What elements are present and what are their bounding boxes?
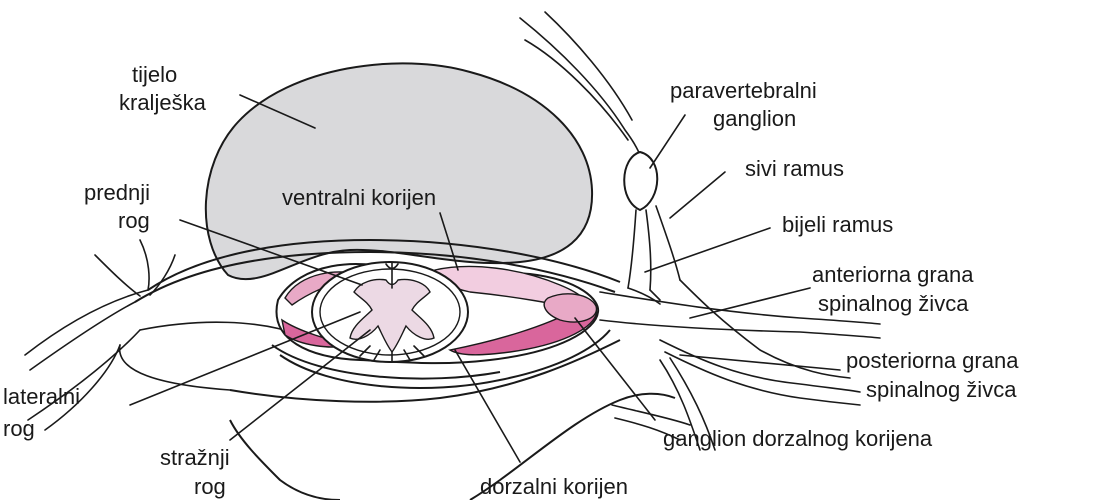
label-anterior-branch-line2: spinalnog živca bbox=[818, 291, 969, 316]
label-ventral-root: ventralni korijen bbox=[282, 185, 436, 210]
leader-dorsal-root bbox=[455, 350, 520, 462]
label-anterior-horn-line2: rog bbox=[118, 208, 150, 233]
leader-grey-ramus bbox=[670, 172, 725, 218]
label-vertebral-body-line1: tijelo bbox=[132, 62, 177, 87]
label-paravertebral-ganglion-line2: ganglion bbox=[713, 106, 796, 131]
label-posterior-horn-line1: stražnji bbox=[160, 445, 230, 470]
vertebral-body bbox=[206, 63, 592, 279]
paravertebral-ganglion bbox=[624, 152, 657, 210]
label-posterior-branch-line2: spinalnog živca bbox=[866, 377, 1017, 402]
label-grey-ramus: sivi ramus bbox=[745, 156, 844, 181]
label-anterior-branch-line1: anteriorna grana bbox=[812, 262, 974, 287]
label-paravertebral-ganglion-line1: paravertebralni bbox=[670, 78, 817, 103]
label-posterior-horn-line2: rog bbox=[194, 474, 226, 499]
label-dorsal-root-ganglion: ganglion dorzalnog korijena bbox=[663, 426, 933, 451]
label-white-ramus: bijeli ramus bbox=[782, 212, 893, 237]
leader-posterior-branch bbox=[680, 355, 840, 370]
leader-dorsal-root-ganglion bbox=[575, 318, 655, 420]
leader-paravertebral-ganglion bbox=[650, 115, 685, 168]
label-lateral-horn-line2: rog bbox=[3, 416, 35, 441]
label-lateral-horn-line1: lateralni bbox=[3, 384, 80, 409]
leader-white-ramus bbox=[645, 228, 770, 272]
label-posterior-branch-line1: posteriorna grana bbox=[846, 348, 1019, 373]
label-anterior-horn-line1: prednji bbox=[84, 180, 150, 205]
label-vertebral-body-line2: kralješka bbox=[119, 90, 207, 115]
label-dorsal-root: dorzalni korijen bbox=[480, 474, 628, 499]
